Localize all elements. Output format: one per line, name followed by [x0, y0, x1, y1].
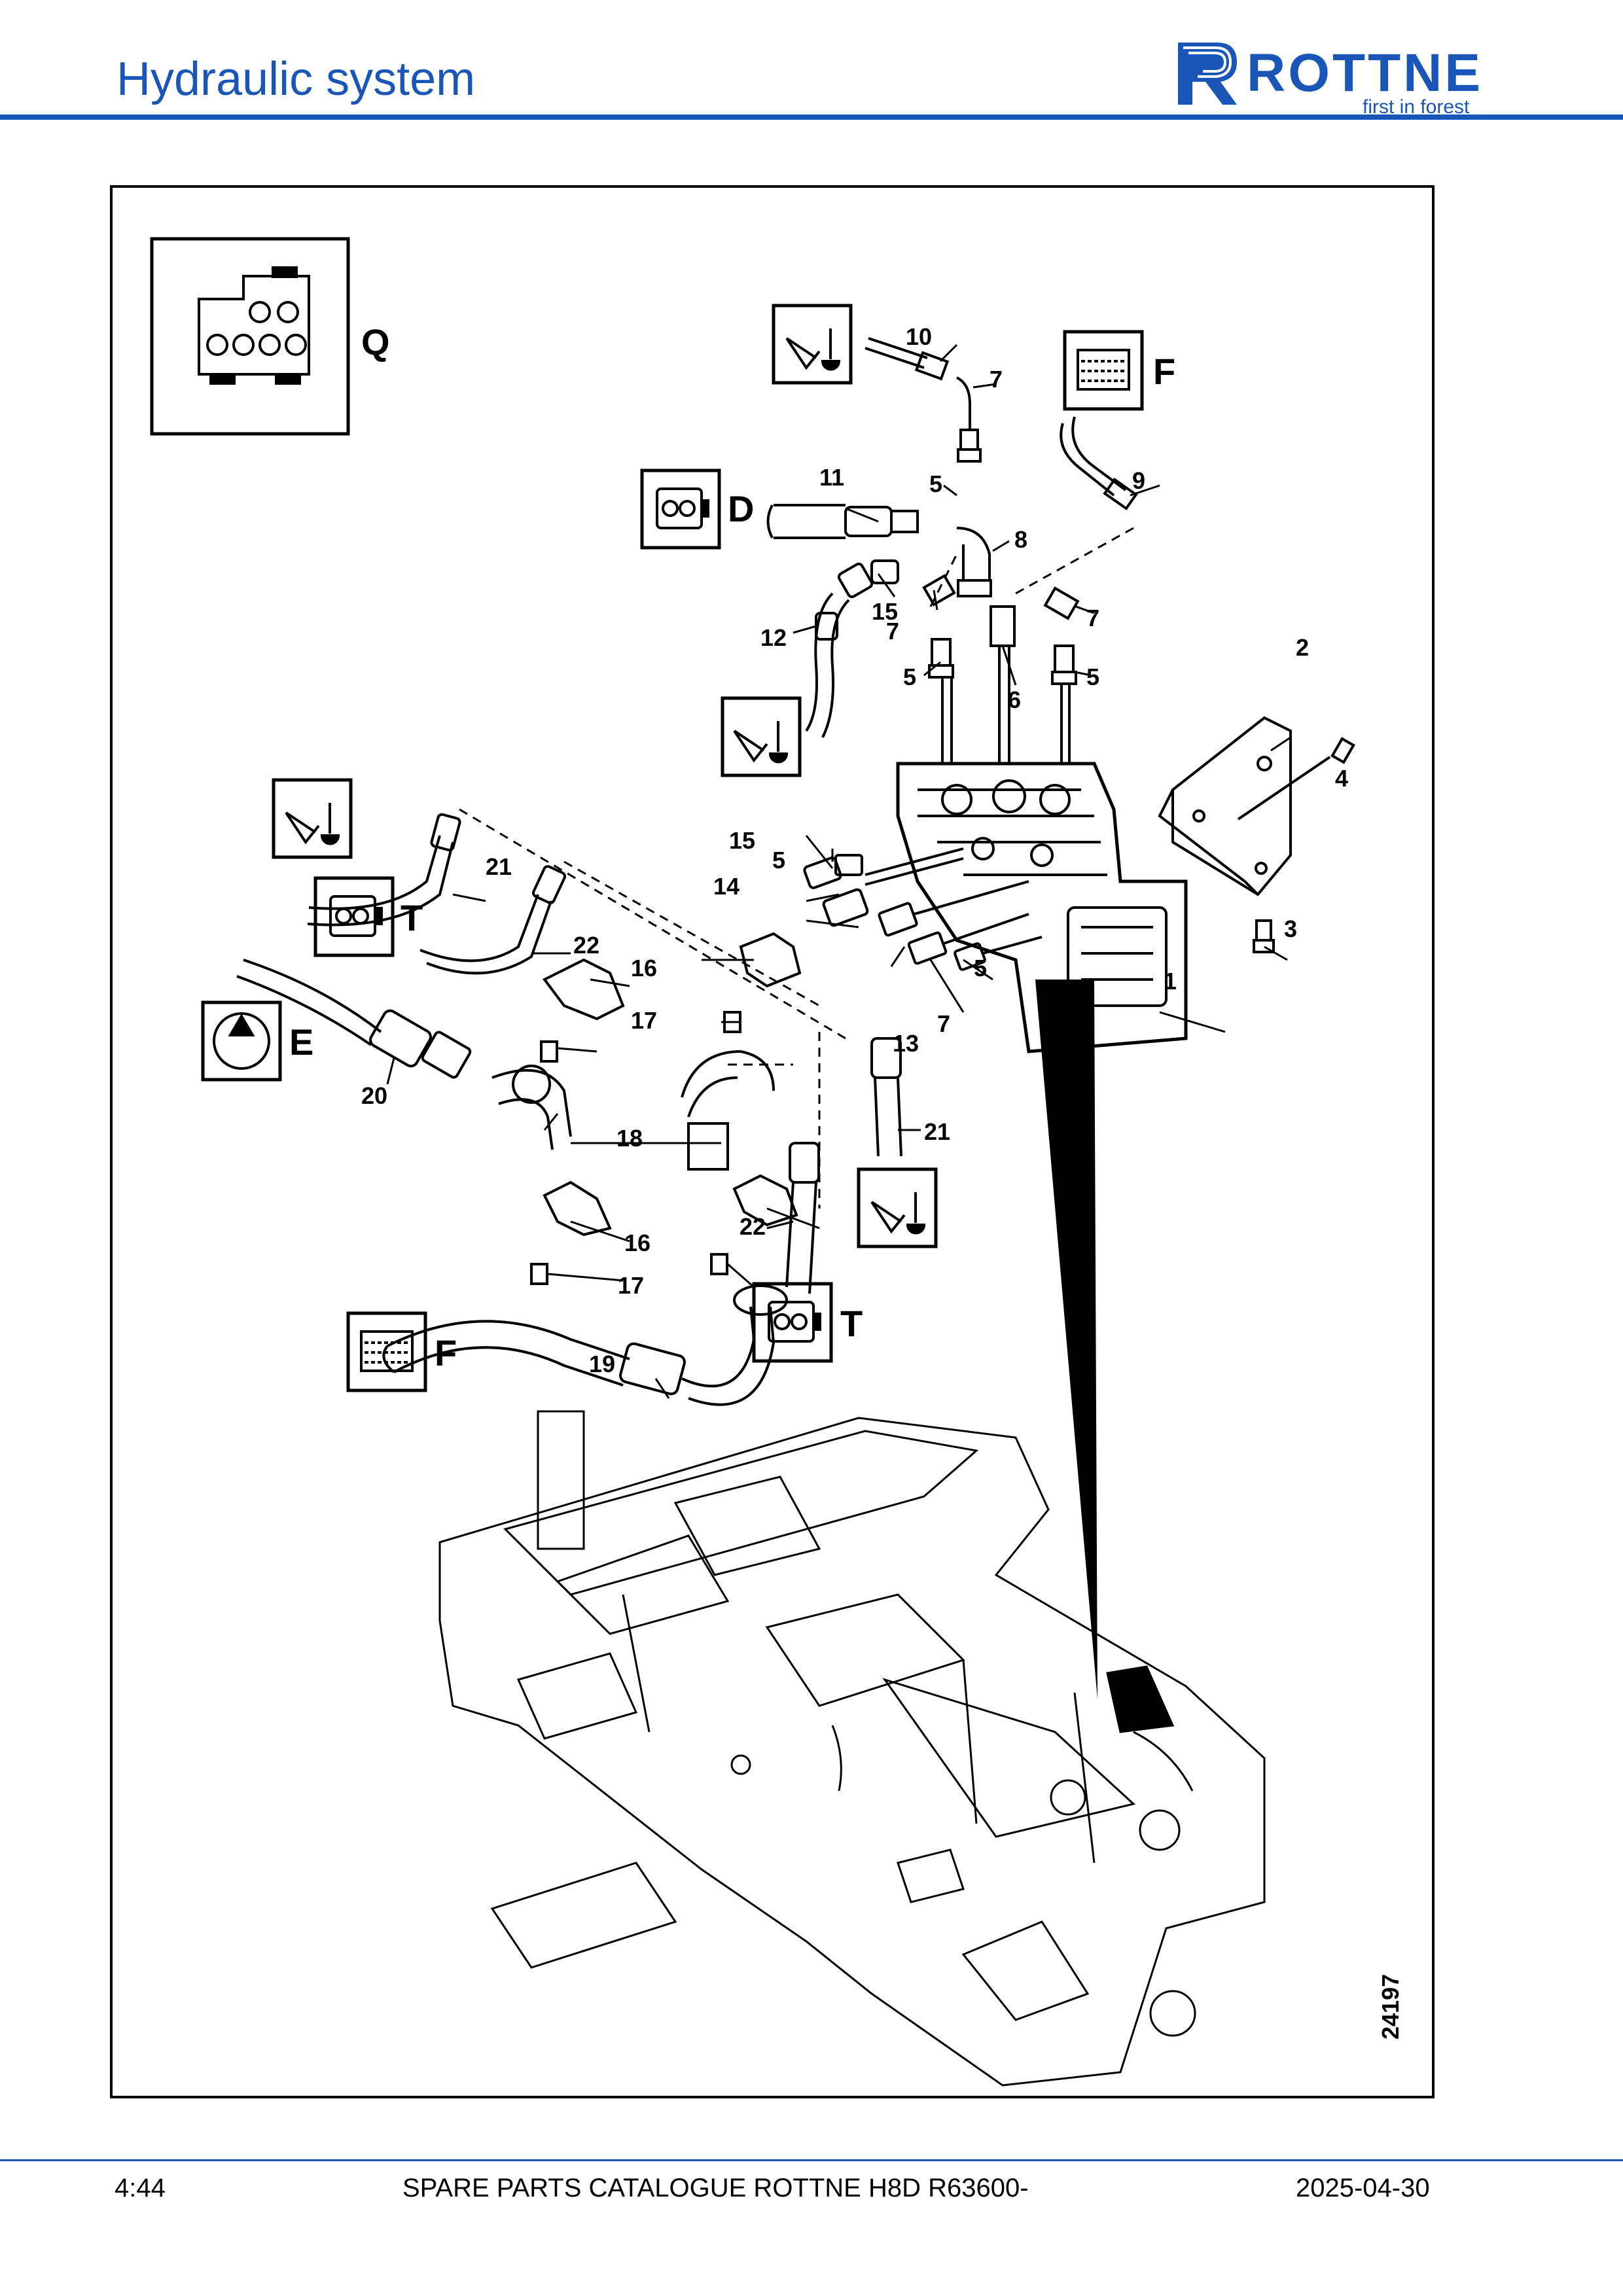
callout-20: 20 — [361, 1082, 387, 1109]
pressure-symbol-icon — [272, 778, 353, 859]
symbol-letter-t: T — [840, 1303, 863, 1344]
rottne-logo: ROTTNE first in forest — [1171, 36, 1512, 118]
pressure-symbol-icon — [857, 1167, 938, 1248]
callout-18: 18 — [616, 1125, 643, 1152]
connector-f-icon — [1063, 330, 1144, 411]
connector-f-icon — [346, 1311, 427, 1392]
symbol-letter-d: D — [728, 488, 754, 529]
footer-rule — [0, 2159, 1623, 2161]
callout-16: 16 — [624, 1229, 651, 1256]
callout-15: 15 — [872, 598, 898, 625]
page-number: 4:44 — [115, 2174, 166, 2202]
callout-22: 22 — [740, 1213, 766, 1240]
callout-1: 1 — [1164, 968, 1177, 995]
exploded-diagram: Q F D E T T F 1 2 3 4 5 5 5 5 5 5 6 7 7 … — [150, 237, 1404, 2087]
callout-7: 7 — [990, 366, 1003, 393]
callout-5: 5 — [974, 955, 987, 981]
callout-8: 8 — [1014, 526, 1027, 553]
mounting-bracket — [1158, 716, 1292, 896]
callout-5: 5 — [903, 663, 916, 690]
callout-5: 5 — [1086, 663, 1099, 690]
callout-9: 9 — [1132, 467, 1145, 494]
callout-6: 6 — [1008, 686, 1021, 713]
symbol-letter-q: Q — [361, 321, 390, 362]
symbol-letter-f: F — [1153, 351, 1175, 392]
pressure-symbol-icon — [772, 304, 853, 385]
connector-d-icon — [640, 468, 721, 550]
logo-tagline: first in forest — [1363, 96, 1470, 118]
callout-21: 21 — [486, 853, 512, 880]
catalogue-title: SPARE PARTS CATALOGUE ROTTNE H8D R63600- — [402, 2174, 1029, 2202]
callout-3: 3 — [1284, 915, 1297, 942]
symbol-letter-f: F — [435, 1332, 457, 1373]
pump-e-icon — [201, 1000, 282, 1082]
callout-21: 21 — [924, 1118, 950, 1145]
machine-chassis-overview — [438, 1410, 1266, 2087]
callout-7: 7 — [886, 618, 899, 645]
callout-14: 14 — [713, 873, 740, 900]
callout-11: 11 — [819, 464, 844, 491]
page-title: Hydraulic system — [116, 53, 476, 105]
logo-wordmark: ROTTNE — [1247, 43, 1484, 103]
callout-15: 15 — [729, 827, 755, 854]
symbol-letter-t: T — [401, 897, 423, 938]
callout-17: 17 — [631, 1007, 657, 1034]
connector-t-icon — [313, 876, 395, 957]
callout-2: 2 — [1296, 634, 1309, 661]
catalogue-date: 2025-04-30 — [1296, 2174, 1430, 2202]
pressure-symbol-icon — [721, 696, 802, 777]
symbol-letter-e: E — [289, 1021, 313, 1063]
callout-4: 4 — [1335, 765, 1348, 792]
callout-16: 16 — [631, 955, 657, 981]
rottne-emblem-icon — [1178, 43, 1237, 105]
callout-22: 22 — [573, 932, 599, 959]
connector-q-icon — [150, 237, 350, 436]
callout-13: 13 — [893, 1030, 919, 1057]
connector-t-icon — [752, 1282, 833, 1363]
callout-5: 5 — [772, 847, 785, 874]
callout-5: 5 — [929, 470, 942, 497]
callout-7: 7 — [1086, 605, 1099, 631]
callout-19: 19 — [589, 1351, 615, 1377]
callout-12: 12 — [760, 624, 787, 651]
callout-7: 7 — [937, 1010, 950, 1037]
figure-number: 24197 — [1377, 1974, 1404, 2040]
figure-frame: Q F D E T T F 1 2 3 4 5 5 5 5 5 5 6 7 7 … — [110, 185, 1435, 2098]
header-rule — [0, 115, 1623, 120]
callout-10: 10 — [906, 323, 932, 350]
callout-17: 17 — [618, 1272, 644, 1299]
